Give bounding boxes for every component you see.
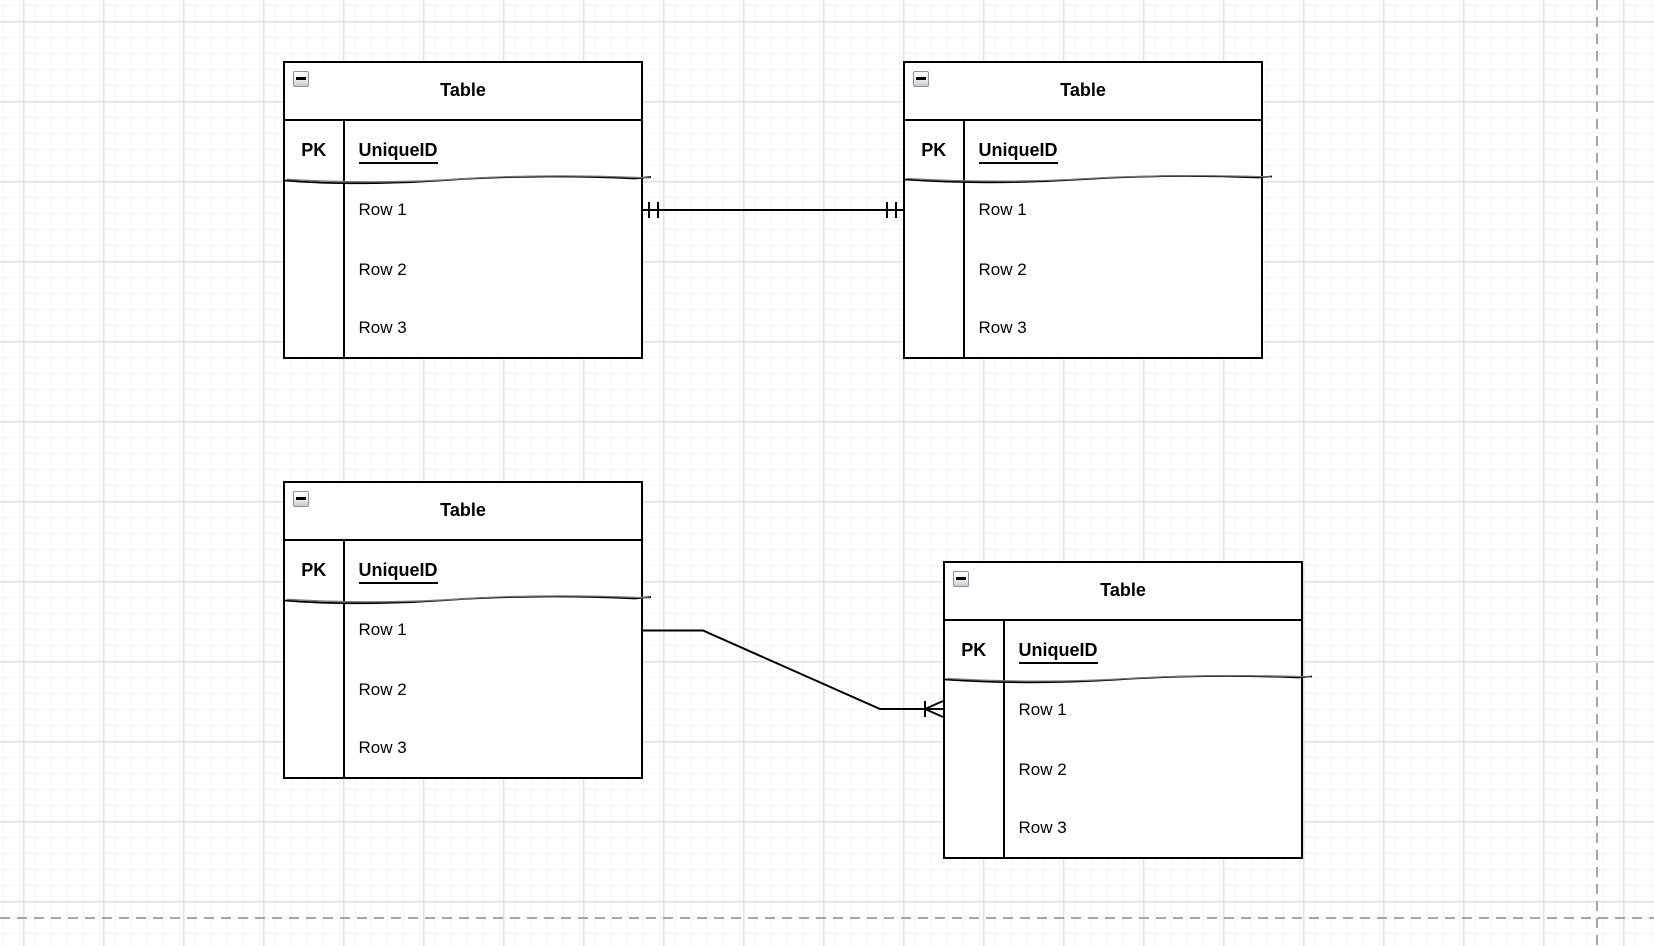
minus-icon (915, 77, 926, 80)
relationship-edge-one-to-many[interactable] (643, 629, 944, 718)
row-label: Row 2 (358, 259, 407, 279)
pk-key-label: PK (921, 140, 947, 160)
row-label: Row 3 (978, 317, 1027, 337)
table-row[interactable]: PK UniqueID (945, 621, 1301, 680)
row-separator-wave (284, 595, 651, 605)
row-separator-wave (904, 175, 1272, 184)
row-label: Row 2 (1018, 759, 1067, 779)
collapse-button[interactable] (292, 490, 309, 507)
column-divider (1002, 621, 1005, 857)
exactly-one-notation-icon (886, 202, 897, 218)
row-label: Row 1 (358, 619, 407, 639)
table-row[interactable]: Row 3 (945, 800, 1301, 857)
pk-key-label: PK (961, 640, 987, 660)
table-row[interactable]: Row 2 (945, 740, 1301, 800)
table-row[interactable]: Row 1 (285, 600, 641, 660)
edge-line[interactable] (643, 629, 925, 710)
entity-table-2[interactable]: Table PK UniqueID Row 1 Row 2 Row 3 (903, 61, 1272, 359)
table-title: Table (285, 483, 641, 541)
table-row[interactable]: Row 1 (945, 680, 1301, 740)
one-or-many-notation-icon (924, 700, 944, 718)
row-label: Row 3 (1018, 817, 1067, 837)
table-row[interactable]: PK UniqueID (285, 121, 641, 180)
entity-table-4[interactable]: Table PK UniqueID Row 1 Row 2 Row 3 (943, 561, 1312, 859)
column-divider (342, 121, 345, 357)
table-row[interactable]: Row 3 (905, 300, 1261, 357)
table-row[interactable]: Row 2 (285, 240, 641, 300)
row-label: Row 3 (358, 317, 407, 337)
table-row[interactable]: PK UniqueID (285, 541, 641, 600)
pk-field-name: UniqueID (1018, 640, 1098, 664)
collapse-button[interactable] (912, 70, 929, 87)
minus-icon (295, 77, 306, 80)
pk-field-name: UniqueID (978, 140, 1058, 164)
table-title: Table (945, 563, 1301, 621)
row-label: Row 1 (1018, 699, 1067, 719)
row-label: Row 1 (978, 199, 1027, 219)
entity-table-3[interactable]: Table PK UniqueID Row 1 Row 2 Row 3 (283, 481, 651, 779)
collapse-button[interactable] (952, 570, 969, 587)
table-title: Table (905, 63, 1261, 121)
row-separator-wave (944, 675, 1312, 684)
pk-key-label: PK (301, 560, 327, 580)
minus-icon (955, 577, 966, 580)
table-row[interactable]: Row 1 (285, 180, 641, 240)
relationship-edge-one-to-one[interactable] (643, 202, 903, 218)
table-title: Table (285, 63, 641, 121)
pk-key-label: PK (301, 140, 327, 160)
row-label: Row 2 (358, 679, 407, 699)
exactly-one-notation-icon (648, 202, 659, 218)
entity-table-1[interactable]: Table PK UniqueID Row 1 Row 2 Row 3 (283, 61, 651, 359)
row-label: Row 3 (358, 737, 407, 757)
table-row[interactable]: PK UniqueID (905, 121, 1261, 180)
table-row[interactable]: Row 3 (285, 720, 641, 777)
row-label: Row 2 (978, 259, 1027, 279)
table-row[interactable]: Row 2 (905, 240, 1261, 300)
minus-icon (295, 497, 306, 500)
row-separator-wave (284, 175, 651, 185)
pk-field-name: UniqueID (358, 140, 438, 164)
table-row[interactable]: Row 2 (285, 660, 641, 720)
row-label: Row 1 (358, 199, 407, 219)
table-row[interactable]: Row 1 (905, 180, 1261, 240)
column-divider (342, 541, 345, 777)
column-divider (962, 121, 965, 357)
collapse-button[interactable] (292, 70, 309, 87)
table-row[interactable]: Row 3 (285, 300, 641, 357)
pk-field-name: UniqueID (358, 560, 438, 584)
